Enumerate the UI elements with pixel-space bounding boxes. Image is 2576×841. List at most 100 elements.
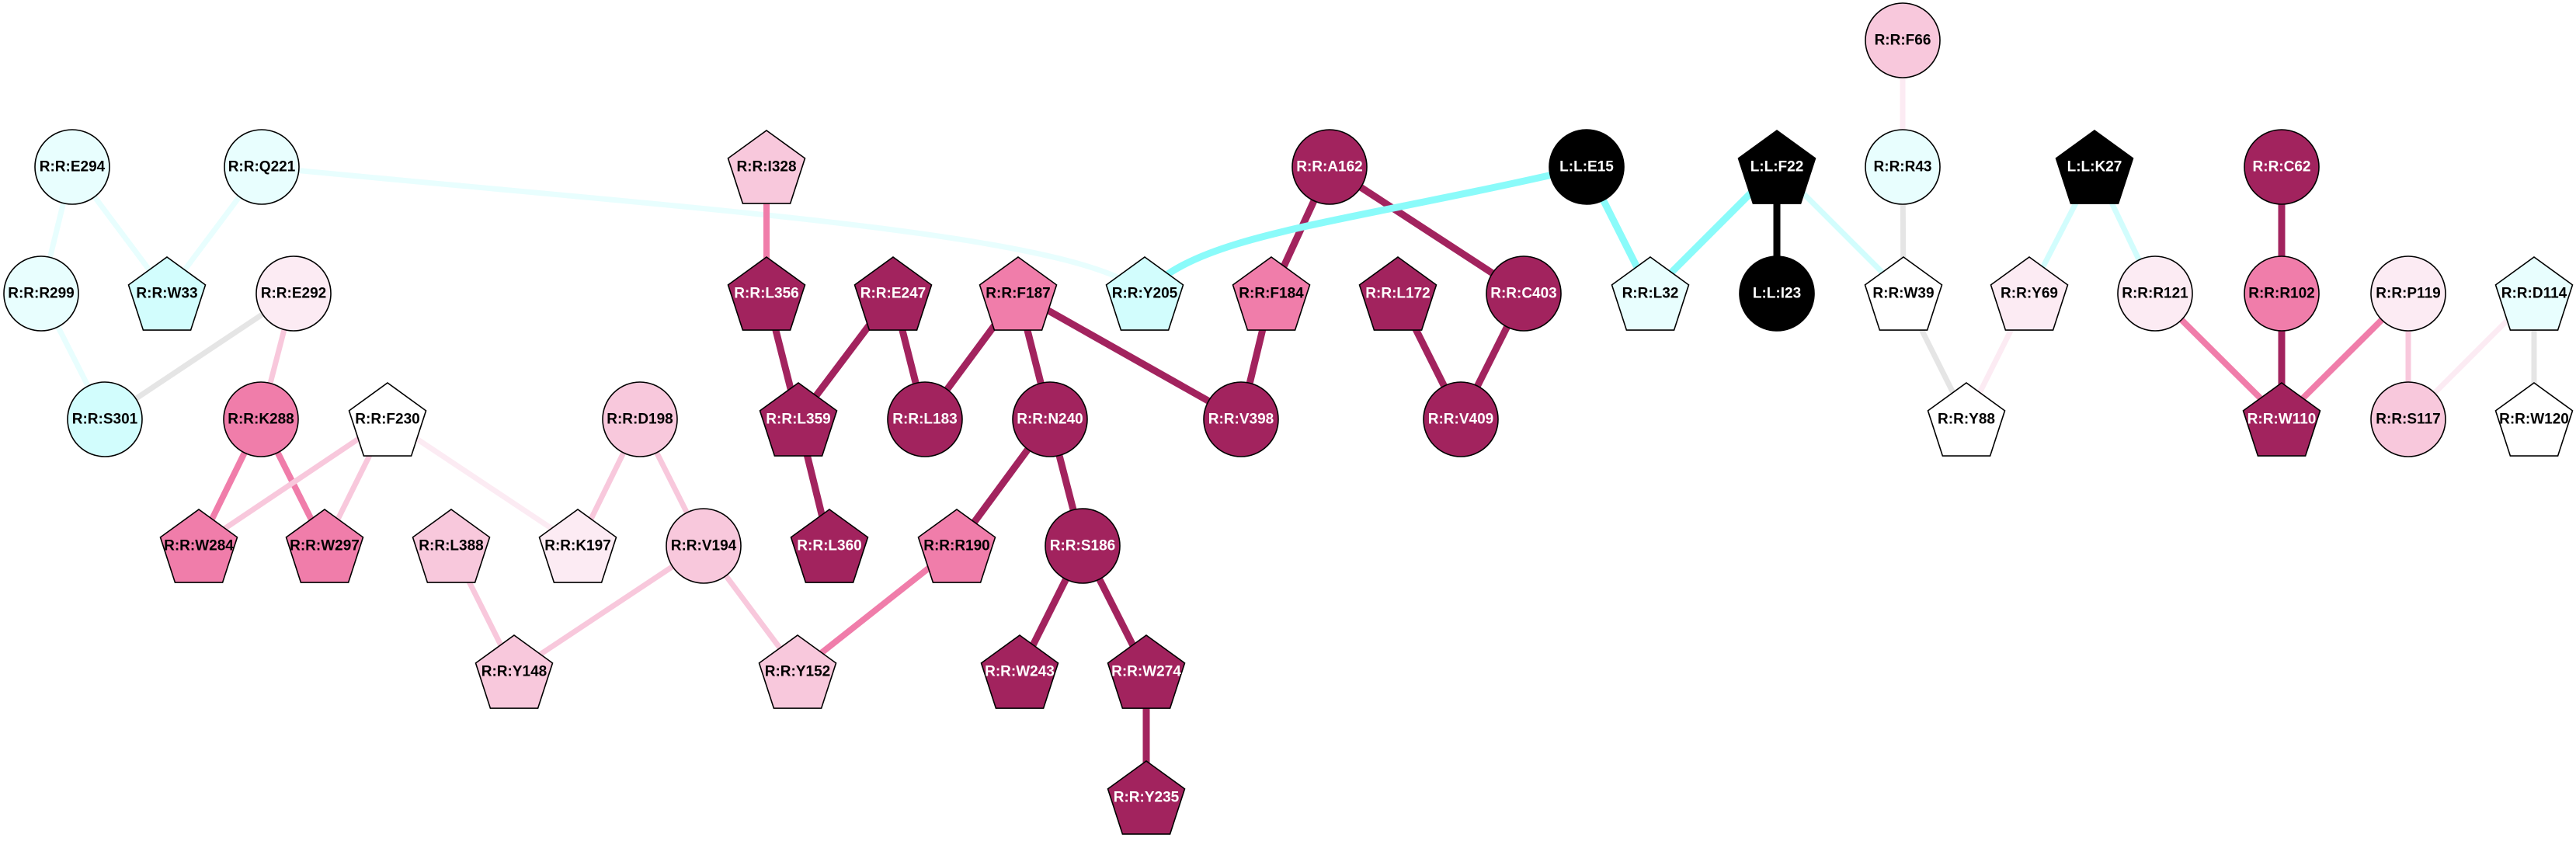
node-r-r-y235[interactable]: R:R:Y235 [1107, 760, 1186, 835]
node-r-r-n240[interactable]: R:R:N240 [1012, 381, 1088, 457]
node-r-r-y88[interactable]: R:R:Y88 [1927, 382, 2006, 457]
edge-r-r-f230-to-r-r-k197 [386, 417, 579, 548]
node-r-r-f230[interactable]: R:R:F230 [348, 382, 427, 457]
node-label: R:R:W274 [1111, 664, 1181, 680]
node-r-r-r190[interactable]: R:R:R190 [917, 509, 996, 583]
node-r-r-r43[interactable]: R:R:R43 [1865, 129, 1941, 205]
node-label: L:L:E15 [1559, 159, 1614, 175]
node-r-r-r299[interactable]: R:R:R299 [3, 255, 79, 332]
node-r-r-l172[interactable]: R:R:L172 [1358, 256, 1437, 331]
node-r-r-y205[interactable]: R:R:Y205 [1105, 256, 1184, 331]
node-r-r-y152[interactable]: R:R:Y152 [758, 634, 837, 709]
node-r-r-l388[interactable]: R:R:L388 [412, 509, 491, 583]
node-r-r-s301[interactable]: R:R:S301 [67, 381, 143, 457]
node-label: R:R:V398 [1208, 412, 1274, 428]
node-r-r-y148[interactable]: R:R:Y148 [475, 634, 554, 709]
node-r-r-i328[interactable]: R:R:I328 [727, 130, 806, 204]
node-label: L:L:F22 [1750, 159, 1804, 175]
circle-node-shape [1486, 255, 1562, 332]
node-r-r-v398[interactable]: R:R:V398 [1203, 381, 1279, 457]
node-label: R:R:R102 [2248, 286, 2315, 302]
node-r-r-w120[interactable]: R:R:W120 [2494, 382, 2574, 457]
node-l-l-k27[interactable]: L:L:K27 [2055, 130, 2134, 204]
node-r-r-d114[interactable]: R:R:D114 [2494, 256, 2574, 331]
node-r-r-v194[interactable]: R:R:V194 [666, 508, 742, 584]
node-label: R:R:S117 [2376, 412, 2440, 428]
node-r-r-w110[interactable]: R:R:W110 [2242, 382, 2321, 457]
node-l-l-i23[interactable]: L:L:I23 [1739, 255, 1815, 332]
node-r-r-y69[interactable]: R:R:Y69 [1990, 256, 2069, 331]
node-r-r-d198[interactable]: R:R:D198 [602, 381, 678, 457]
node-label: R:R:D198 [607, 412, 673, 428]
node-label: R:R:K197 [544, 538, 611, 554]
circle-node-shape [1739, 255, 1815, 332]
node-r-r-w297[interactable]: R:R:W297 [285, 509, 364, 583]
node-label: R:R:C403 [1490, 286, 1557, 302]
circle-node-shape [2244, 255, 2320, 332]
node-r-r-e247[interactable]: R:R:E247 [853, 256, 933, 331]
node-r-r-f187[interactable]: R:R:F187 [979, 256, 1058, 331]
node-label: R:R:F184 [1239, 286, 1304, 302]
node-r-r-r121[interactable]: R:R:R121 [2117, 255, 2193, 332]
node-label: R:R:W297 [290, 538, 360, 554]
node-r-r-k197[interactable]: R:R:K197 [538, 509, 617, 583]
node-label: R:R:E294 [40, 159, 106, 175]
node-r-r-f184[interactable]: R:R:F184 [1232, 256, 1311, 331]
pentagon-node-shape [727, 130, 806, 204]
node-r-r-s117[interactable]: R:R:S117 [2370, 381, 2446, 457]
node-label: L:L:I23 [1753, 286, 1801, 302]
node-r-r-w243[interactable]: R:R:W243 [980, 634, 1059, 709]
node-label: R:R:W120 [2499, 412, 2569, 428]
node-r-r-w284[interactable]: R:R:W284 [159, 509, 238, 583]
pentagon-node-shape [348, 382, 427, 457]
pentagon-node-shape [979, 256, 1058, 331]
node-label: R:R:Y205 [1112, 286, 1178, 302]
node-r-r-l183[interactable]: R:R:L183 [887, 381, 963, 457]
node-r-r-e292[interactable]: R:R:E292 [256, 255, 332, 332]
node-r-r-a162[interactable]: R:R:A162 [1291, 129, 1368, 205]
pentagon-node-shape [127, 256, 207, 331]
node-r-r-l360[interactable]: R:R:L360 [790, 509, 869, 583]
node-label: R:R:R299 [8, 286, 75, 302]
node-label: R:R:I328 [736, 159, 796, 175]
circle-node-shape [223, 381, 299, 457]
circle-node-shape [34, 129, 110, 205]
pentagon-node-shape [412, 509, 491, 583]
node-r-r-s186[interactable]: R:R:S186 [1045, 508, 1121, 584]
node-label: R:R:L32 [1622, 286, 1679, 302]
pentagon-node-shape [1611, 256, 1690, 331]
node-r-r-r102[interactable]: R:R:R102 [2244, 255, 2320, 332]
node-label: R:R:L360 [797, 538, 861, 554]
node-r-r-l356[interactable]: R:R:L356 [727, 256, 806, 331]
node-r-r-k288[interactable]: R:R:K288 [223, 381, 299, 457]
node-label: R:R:N240 [1017, 412, 1083, 428]
node-r-r-v409[interactable]: R:R:V409 [1423, 381, 1499, 457]
node-r-r-f66[interactable]: R:R:F66 [1865, 2, 1941, 78]
edge-r-r-v194-to-r-r-y148 [513, 544, 705, 674]
node-r-r-w274[interactable]: R:R:W274 [1107, 634, 1186, 709]
node-label: R:R:F187 [986, 286, 1050, 302]
node-r-r-w39[interactable]: R:R:W39 [1864, 256, 1943, 331]
node-label: R:R:F66 [1875, 33, 1931, 49]
pentagon-node-shape [1927, 382, 2006, 457]
node-l-l-e15[interactable]: L:L:E15 [1549, 129, 1625, 205]
pentagon-node-shape [759, 382, 838, 457]
node-l-l-f22[interactable]: L:L:F22 [1737, 130, 1816, 204]
node-r-r-w33[interactable]: R:R:W33 [127, 256, 207, 331]
node-label: R:R:W284 [164, 538, 234, 554]
node-r-r-l359[interactable]: R:R:L359 [759, 382, 838, 457]
pentagon-node-shape [1107, 634, 1186, 709]
node-r-r-e294[interactable]: R:R:E294 [34, 129, 110, 205]
pentagon-node-shape [1737, 130, 1816, 204]
node-r-r-c403[interactable]: R:R:C403 [1486, 255, 1562, 332]
circle-node-shape [1291, 129, 1368, 205]
node-label: R:R:C62 [2253, 159, 2311, 175]
node-r-r-q221[interactable]: R:R:Q221 [224, 129, 300, 205]
node-r-r-l32[interactable]: R:R:L32 [1611, 256, 1690, 331]
node-r-r-c62[interactable]: R:R:C62 [2244, 129, 2320, 205]
node-r-r-p119[interactable]: R:R:P119 [2370, 255, 2446, 332]
pentagon-node-shape [790, 509, 869, 583]
node-label: R:R:Y148 [481, 664, 547, 680]
node-label: R:R:V409 [1428, 412, 1493, 428]
pentagon-node-shape [853, 256, 933, 331]
